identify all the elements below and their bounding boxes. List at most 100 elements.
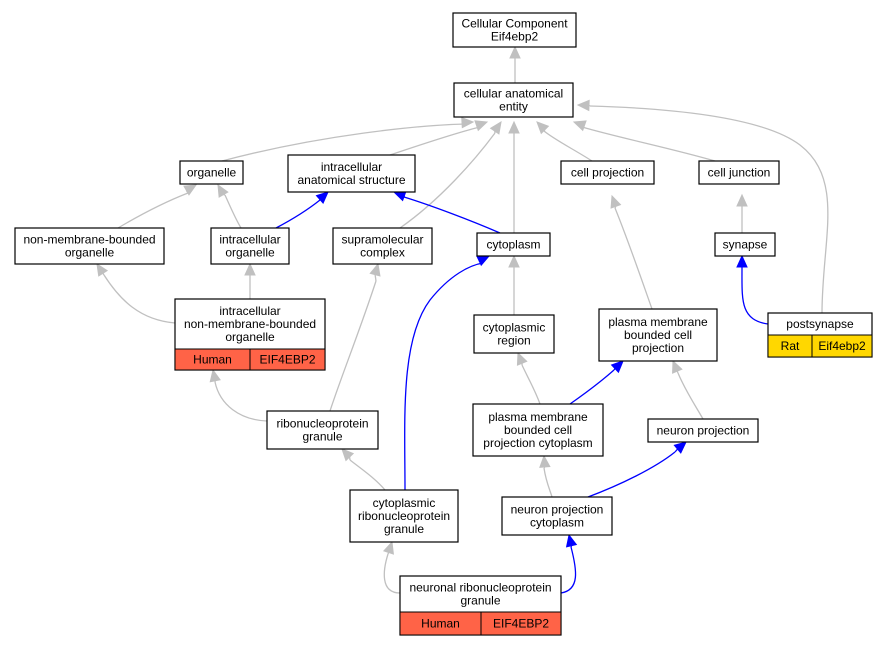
edge-link-crnpg-to-cyto [478, 260, 484, 264]
node-label-line: non-membrane-bounded [23, 233, 155, 247]
node-label-line: cytoplasm [530, 516, 584, 530]
node-label-line: cytoplasmic [483, 321, 546, 335]
node-box [266, 410, 379, 450]
node-label-line: projection [632, 341, 684, 355]
node-label-line: neuronal ribonucleoprotein [409, 581, 551, 595]
edge-link-celljunc-to-cae [581, 125, 585, 128]
arrowhead-io-to-organelle [217, 183, 229, 198]
arrowhead-rnpg-to-inmbo [209, 368, 221, 383]
species-label: Human [193, 353, 232, 367]
edge-link-organelle-to-cae [461, 122, 467, 125]
edge-link-pmbcp-to-cellproj [614, 206, 617, 209]
node-box [714, 232, 776, 257]
node-label-line: Cellular Component [461, 17, 568, 31]
edge-io-to-ias [275, 199, 321, 229]
node-label-line: region [497, 334, 530, 348]
node-label-line: Eif4ebp2 [491, 30, 539, 44]
node-cyto[interactable]: cytoplasm [476, 232, 551, 257]
arrowhead-pmbcp-to-cellproj [610, 194, 622, 209]
edge-link-inmbo-to-nmbo [102, 272, 105, 276]
node-box [647, 418, 759, 443]
edge-rnpg-to-inmbo [214, 381, 268, 422]
node-label-line: complex [360, 246, 405, 260]
node-box [473, 314, 555, 354]
edge-link-npc-to-pmbcpc [543, 466, 546, 469]
node-inmbo[interactable]: intracellularnon-membrane-boundedorganel… [174, 298, 326, 371]
node-label-line: postsynapse [786, 317, 854, 331]
node-label-line: plasma membrane [488, 410, 588, 424]
node-box [452, 12, 577, 48]
node-label-line: entity [499, 100, 528, 114]
node-celljunc[interactable]: cell junction [698, 160, 780, 185]
edge-supra-to-cae [399, 132, 496, 229]
species-label: Human [421, 617, 460, 631]
arrowhead-cellproj-to-cae [536, 121, 550, 135]
edge-ias-to-cae [389, 126, 481, 156]
node-label-line: granule [302, 430, 342, 444]
node-label-line: organelle [65, 246, 115, 260]
node-label-line: ribonucleoprotein [276, 417, 368, 431]
edge-pmbcp-to-cellproj [614, 207, 653, 310]
edge-crnpg-to-rnpg [349, 459, 386, 491]
arrowhead-nrnpg-to-npc [565, 533, 578, 548]
edge-link-postsyn-to-cae [588, 104, 591, 107]
edge-inmbo-to-nmbo [103, 274, 176, 324]
node-label-line: plasma membrane [608, 315, 708, 329]
node-label-line: bounded cell [504, 423, 572, 437]
node-label-line: cytoplasm [486, 238, 540, 252]
edge-link-cellproj-to-cae [543, 129, 546, 132]
node-label-line: organelle [187, 166, 237, 180]
node-label-line: cytoplasmic [373, 496, 436, 510]
arrowhead-cae-to-root [509, 45, 521, 59]
node-box [698, 160, 780, 185]
node-box [287, 154, 416, 193]
node-synapse[interactable]: synapse [714, 232, 776, 257]
edge-link-npc-to-neuronproj [674, 448, 679, 453]
node-label-line: organelle [225, 330, 275, 344]
arrowhead-inmbo-to-io [244, 262, 256, 276]
edge-link-nmbo-to-organelle [185, 190, 189, 194]
node-label-line: ribonucleoprotein [358, 509, 450, 523]
edge-celljunc-to-cae [581, 126, 716, 162]
edge-postsyn-to-cae [589, 105, 829, 314]
gene-label: EIF4EBP2 [493, 617, 549, 631]
node-label-line: non-membrane-bounded [184, 317, 316, 331]
edge-link-nrnpg-to-crnpg [387, 552, 390, 555]
node-cellproj[interactable]: cell projection [560, 160, 655, 185]
node-label-line: granule [460, 594, 500, 608]
arrowhead-postsyn-to-cae [576, 99, 590, 112]
node-box [210, 227, 290, 265]
node-label-line: neuron projection [511, 503, 604, 517]
edge-pmbcpc-to-pmbcp [569, 369, 615, 405]
node-label-line: neuron projection [657, 424, 750, 438]
node-organelle[interactable]: organelle [179, 160, 244, 185]
arrowhead-postsyn-to-synapse [736, 254, 748, 268]
node-box [332, 227, 433, 265]
edge-io-to-organelle [224, 194, 242, 229]
arrowhead-synapse-to-celljunc [736, 193, 748, 207]
edge-postsyn-to-synapse [741, 267, 769, 325]
arrowhead-nrnpg-to-crnpg [382, 540, 394, 555]
node-label-line: cellular anatomical [464, 87, 563, 101]
arrowhead-crnpg-to-rnpg [341, 448, 355, 462]
node-label-line: intracellular [219, 233, 280, 247]
edge-cyto-to-ias [403, 196, 501, 234]
node-box [179, 160, 244, 185]
node-neuronproj[interactable]: neuron projection [647, 418, 759, 443]
